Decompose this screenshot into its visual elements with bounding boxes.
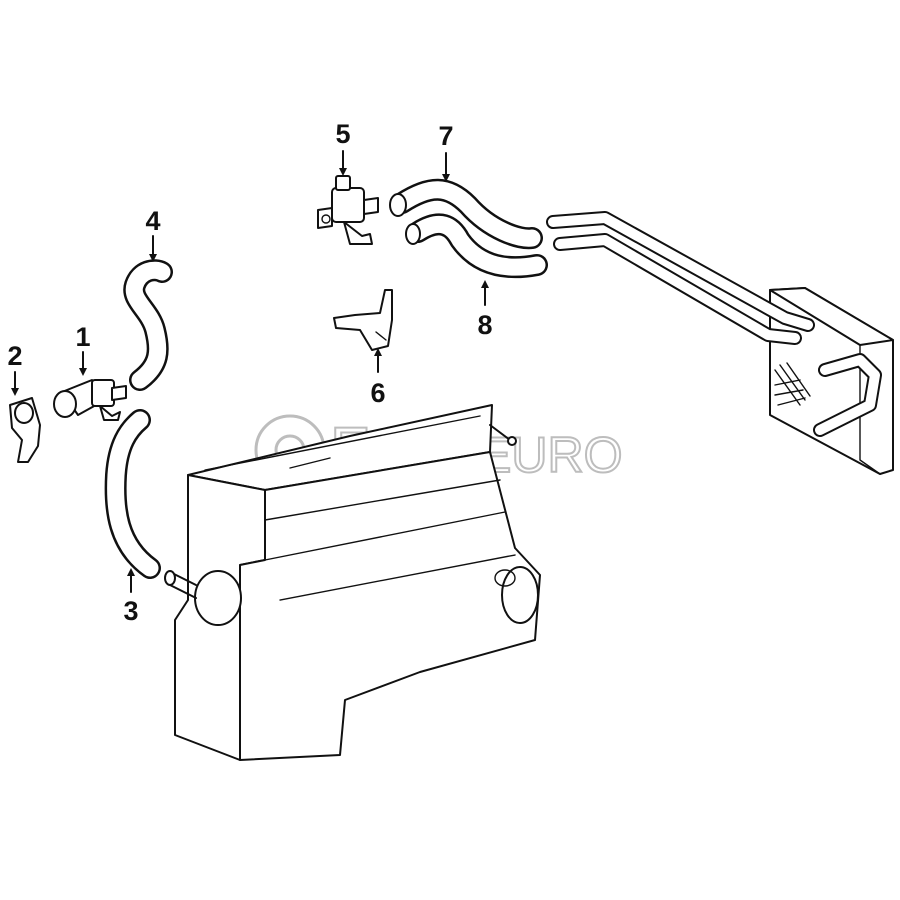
callout-8: 8 <box>477 310 492 340</box>
engine-block <box>164 404 541 761</box>
callout-numbers: 1 2 3 4 5 6 7 8 <box>7 119 492 626</box>
callout-1: 1 <box>75 322 90 352</box>
heater-core <box>769 287 894 475</box>
heater-pipes <box>546 211 882 437</box>
hose-3 <box>104 409 161 579</box>
callout-6: 6 <box>370 378 385 408</box>
callout-7: 7 <box>438 121 453 151</box>
heater-valve <box>317 175 379 245</box>
callout-3: 3 <box>123 596 138 626</box>
auxiliary-water-pump <box>53 379 127 421</box>
hose-8 <box>405 213 548 279</box>
pump-bracket <box>9 397 41 463</box>
callout-2: 2 <box>7 341 22 371</box>
heater-core-fins <box>774 362 811 406</box>
bracket <box>333 289 393 351</box>
watermark-brand-suffix: EURO <box>478 427 622 483</box>
hose-4 <box>123 259 173 391</box>
callout-5: 5 <box>335 119 350 149</box>
callout-4: 4 <box>145 206 160 236</box>
hose-7 <box>389 178 543 250</box>
callout-leaders <box>11 150 489 593</box>
